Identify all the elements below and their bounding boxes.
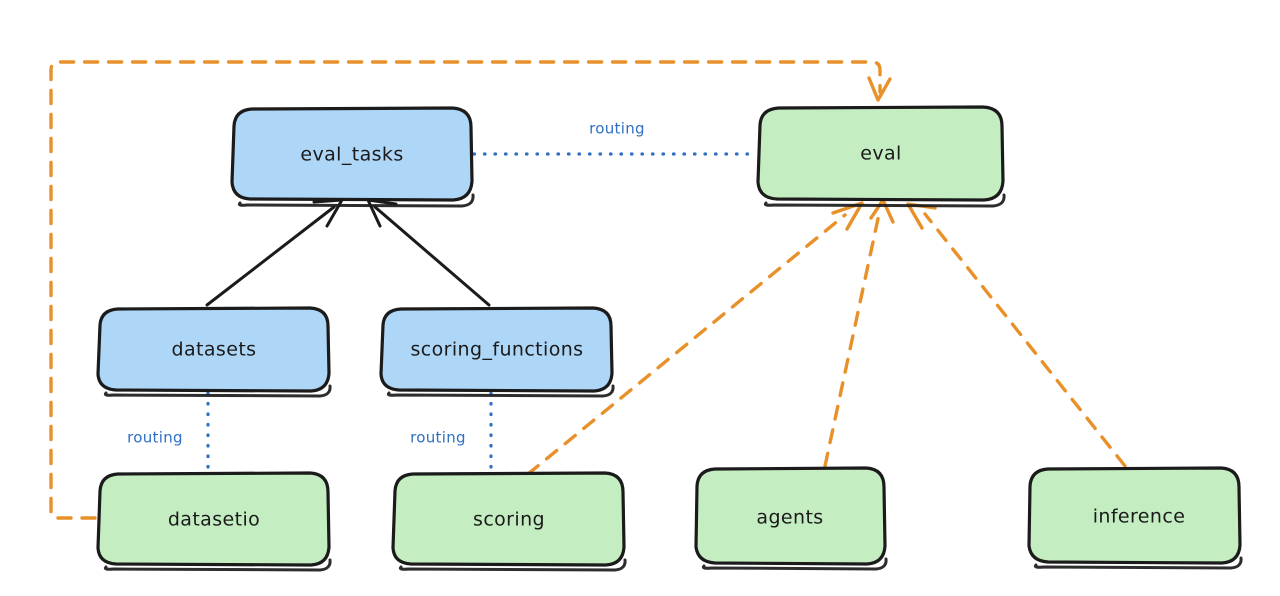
node-scoring[interactable]: scoring bbox=[391, 471, 627, 572]
edge-datasetio-eval bbox=[49, 60, 892, 520]
node-eval-tasks[interactable]: eval_tasks bbox=[230, 106, 475, 208]
edge-label-layer: routing routing routing bbox=[127, 120, 645, 447]
node-label-eval: eval bbox=[860, 143, 901, 165]
node-agents[interactable]: agents bbox=[694, 466, 888, 571]
edge-datasets-eval-tasks bbox=[205, 198, 344, 307]
node-layer: eval_tasks eval datasets scoring_functio… bbox=[96, 105, 1243, 572]
edge-label-routing-datasets: routing bbox=[127, 429, 183, 447]
edge-scoring-functions-eval-tasks bbox=[366, 198, 491, 307]
edge-layer bbox=[49, 60, 1127, 520]
node-label-scoring: scoring bbox=[473, 509, 545, 531]
edge-scoring-eval bbox=[526, 201, 864, 476]
node-label-datasetio: datasetio bbox=[168, 509, 260, 531]
node-datasets[interactable]: datasets bbox=[96, 306, 332, 398]
node-datasetio[interactable]: datasetio bbox=[96, 471, 332, 572]
node-label-scoring-functions: scoring_functions bbox=[411, 339, 584, 361]
edge-label-routing-scoring-functions: routing bbox=[410, 429, 466, 447]
node-label-inference: inference bbox=[1093, 506, 1186, 528]
node-inference[interactable]: inference bbox=[1027, 466, 1243, 570]
node-label-datasets: datasets bbox=[172, 339, 257, 361]
edge-agents-eval bbox=[823, 198, 895, 468]
node-scoring-functions[interactable]: scoring_functions bbox=[379, 306, 615, 398]
node-eval[interactable]: eval bbox=[756, 105, 1006, 208]
node-label-agents: agents bbox=[756, 507, 823, 529]
node-label-eval-tasks: eval_tasks bbox=[300, 144, 403, 166]
edge-inference-eval bbox=[906, 202, 1127, 468]
edge-label-routing-eval-tasks: routing bbox=[589, 120, 645, 138]
